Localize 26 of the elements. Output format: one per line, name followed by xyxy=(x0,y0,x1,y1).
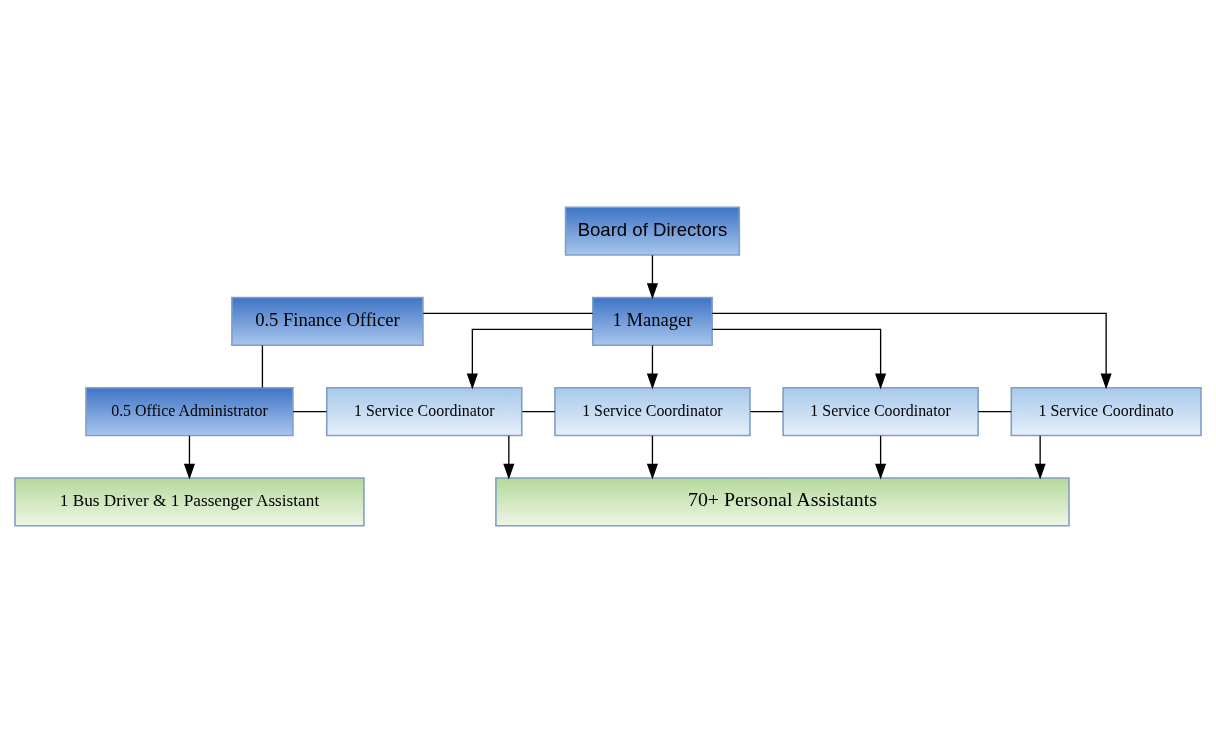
node-box: 1 Manager xyxy=(591,296,713,347)
node-box: 1 Service Coordinato xyxy=(1010,386,1202,437)
node-box: 1 Bus Driver & 1 Passenger Assistant xyxy=(14,477,365,527)
connector xyxy=(977,410,1012,413)
node-box: 1 Service Coordinator xyxy=(554,386,751,437)
arrow xyxy=(875,435,887,480)
connector xyxy=(292,410,328,413)
connector xyxy=(261,344,264,389)
arrow xyxy=(646,344,658,390)
arrow xyxy=(646,435,658,480)
arrow xyxy=(183,435,196,480)
arrow xyxy=(646,254,658,300)
connector xyxy=(749,410,784,413)
arrow xyxy=(1034,435,1046,480)
node-box: 1 Service Coordinator xyxy=(325,386,523,437)
arrow xyxy=(711,328,887,390)
node-box: 0.5 Office Administrator xyxy=(85,386,294,437)
arrow xyxy=(503,435,515,480)
node-box: 70+ Personal Assistants xyxy=(495,477,1070,527)
arrow xyxy=(711,312,1112,390)
connector xyxy=(521,410,556,413)
node-box: 0.5 Finance Officer xyxy=(231,296,424,347)
node-box: 1 Service Coordinator xyxy=(782,386,979,437)
connector xyxy=(422,312,594,315)
node-box: Board of Directors xyxy=(564,206,741,256)
arrow xyxy=(466,328,594,390)
